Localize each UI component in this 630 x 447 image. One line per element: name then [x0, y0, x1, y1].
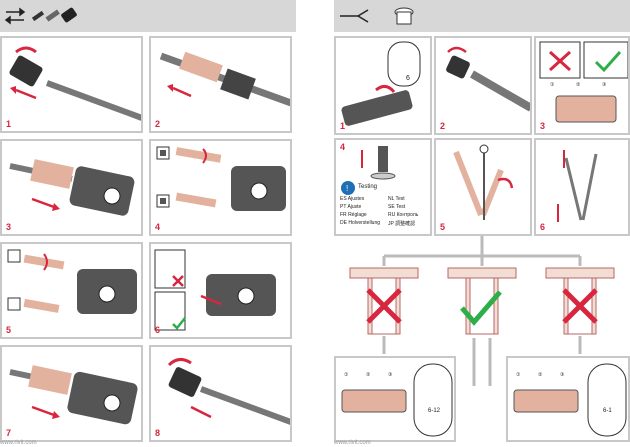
tool-illustration — [453, 144, 514, 220]
lang-de: DE Holverstellung — [340, 220, 381, 226]
testing-title: Testing — [358, 184, 378, 190]
left-footer: www.rivit.com — [0, 440, 37, 446]
marker-1: ① — [550, 82, 555, 88]
marker-3: ③ — [560, 372, 565, 378]
step-number: 1 — [340, 121, 346, 131]
step-number: 3 — [6, 222, 12, 232]
step-panel-8: 8 — [149, 345, 292, 442]
info-icon — [341, 181, 355, 195]
tool-head-illustration — [9, 159, 135, 216]
adjust-panel-left: ① ② ③ 6-12 — [334, 356, 456, 442]
marker-2: ② — [576, 82, 581, 88]
step-number: 7 — [6, 428, 12, 438]
adjust-illustration — [513, 363, 627, 437]
lang-jp: JP 調整確認 — [388, 221, 416, 227]
step-panel-r6: 6 — [534, 138, 630, 236]
mandrel-tools-icon — [31, 7, 77, 23]
right-footer: www.rivit.com — [334, 440, 371, 446]
lang-es: ES Ajustes — [340, 196, 365, 202]
marker-3: ③ — [602, 82, 607, 88]
test-illustration: ! — [341, 146, 396, 195]
step-panel-7: 7 — [0, 345, 143, 442]
right-page: 6 1 2 ① ② ③ 3 — [334, 0, 630, 447]
step-panel-r4: ! Testing ES Ajustes PT Ajuste FR Réglag… — [334, 138, 432, 236]
lang-nl: NL Test — [388, 196, 405, 202]
step-number: 6 — [155, 325, 161, 335]
lang-se: SE Test — [388, 204, 406, 210]
adjust-panel-right: ① ② ③ 6-1 — [506, 356, 630, 442]
step-panel-4: 4 — [149, 139, 292, 236]
tool-head-illustration — [154, 249, 276, 331]
check-icon — [594, 51, 622, 73]
left-header — [0, 0, 296, 32]
check-icon — [460, 290, 502, 326]
tool-head-illustration — [9, 46, 141, 121]
tool-illustration — [557, 150, 598, 222]
step-number: 5 — [6, 325, 12, 335]
swap-arrows-icon — [4, 7, 26, 25]
step-panel-r3: ① ② ③ 3 — [534, 36, 630, 135]
rivet-nut-left — [349, 267, 419, 335]
tool-illustration — [539, 41, 628, 123]
tool-head-illustration — [7, 249, 137, 314]
cross-icon — [172, 275, 184, 287]
tool-illustration — [446, 46, 530, 112]
rivet-nut-center — [447, 267, 517, 335]
tool-illustration: 6 — [341, 41, 421, 126]
rivet-nut-right — [545, 267, 615, 335]
step-number: 5 — [440, 222, 446, 232]
cross-icon — [548, 50, 572, 72]
step-number: 4 — [340, 142, 346, 152]
callout-number: 6-1 — [603, 408, 612, 414]
marker-2: ② — [538, 372, 543, 378]
tool-head-illustration — [156, 146, 286, 211]
step-number: 2 — [155, 119, 161, 129]
marker-2: ② — [366, 372, 371, 378]
marker-1: ① — [344, 372, 349, 378]
rivet-tool-icon — [340, 9, 369, 23]
callout-number: 6 — [406, 75, 410, 82]
lang-pt: PT Ajuste — [340, 204, 362, 210]
tool-head-illustration — [167, 358, 290, 425]
step-panel-6: 6 — [149, 242, 292, 339]
marker-3: ③ — [388, 372, 393, 378]
lang-fr: FR Réglage — [340, 212, 367, 218]
marker-1: ① — [516, 372, 521, 378]
rivet-nut-icon — [394, 7, 414, 25]
cross-icon — [562, 288, 598, 324]
step-panel-5: 5 — [0, 242, 143, 339]
result-flow-diagram — [349, 236, 615, 386]
adjust-illustration — [341, 363, 453, 437]
callout-number: 6-12 — [428, 408, 441, 414]
svg-text:!: ! — [346, 184, 348, 193]
tool-head-illustration — [159, 51, 290, 107]
left-page: 1 2 3 — [0, 0, 296, 447]
step-number: 3 — [540, 121, 546, 131]
step-panel-r5: 5 — [434, 138, 532, 236]
step-panel-3: 3 — [0, 139, 143, 236]
step-number: 2 — [440, 121, 446, 131]
step-panel-1: 1 — [0, 36, 143, 133]
step-number: 8 — [155, 428, 161, 438]
step-panel-2: 2 — [149, 36, 292, 133]
step-number: 4 — [155, 222, 161, 232]
step-number: 1 — [6, 119, 12, 129]
step-number: 6 — [540, 222, 546, 232]
lang-ru: RU Контроль — [388, 212, 419, 218]
step-panel-r2: 2 — [434, 36, 532, 135]
check-icon — [172, 317, 186, 330]
tool-head-illustration — [9, 365, 138, 425]
right-header — [334, 0, 630, 32]
cross-icon — [366, 288, 402, 324]
step-panel-r1: 6 1 — [334, 36, 432, 135]
